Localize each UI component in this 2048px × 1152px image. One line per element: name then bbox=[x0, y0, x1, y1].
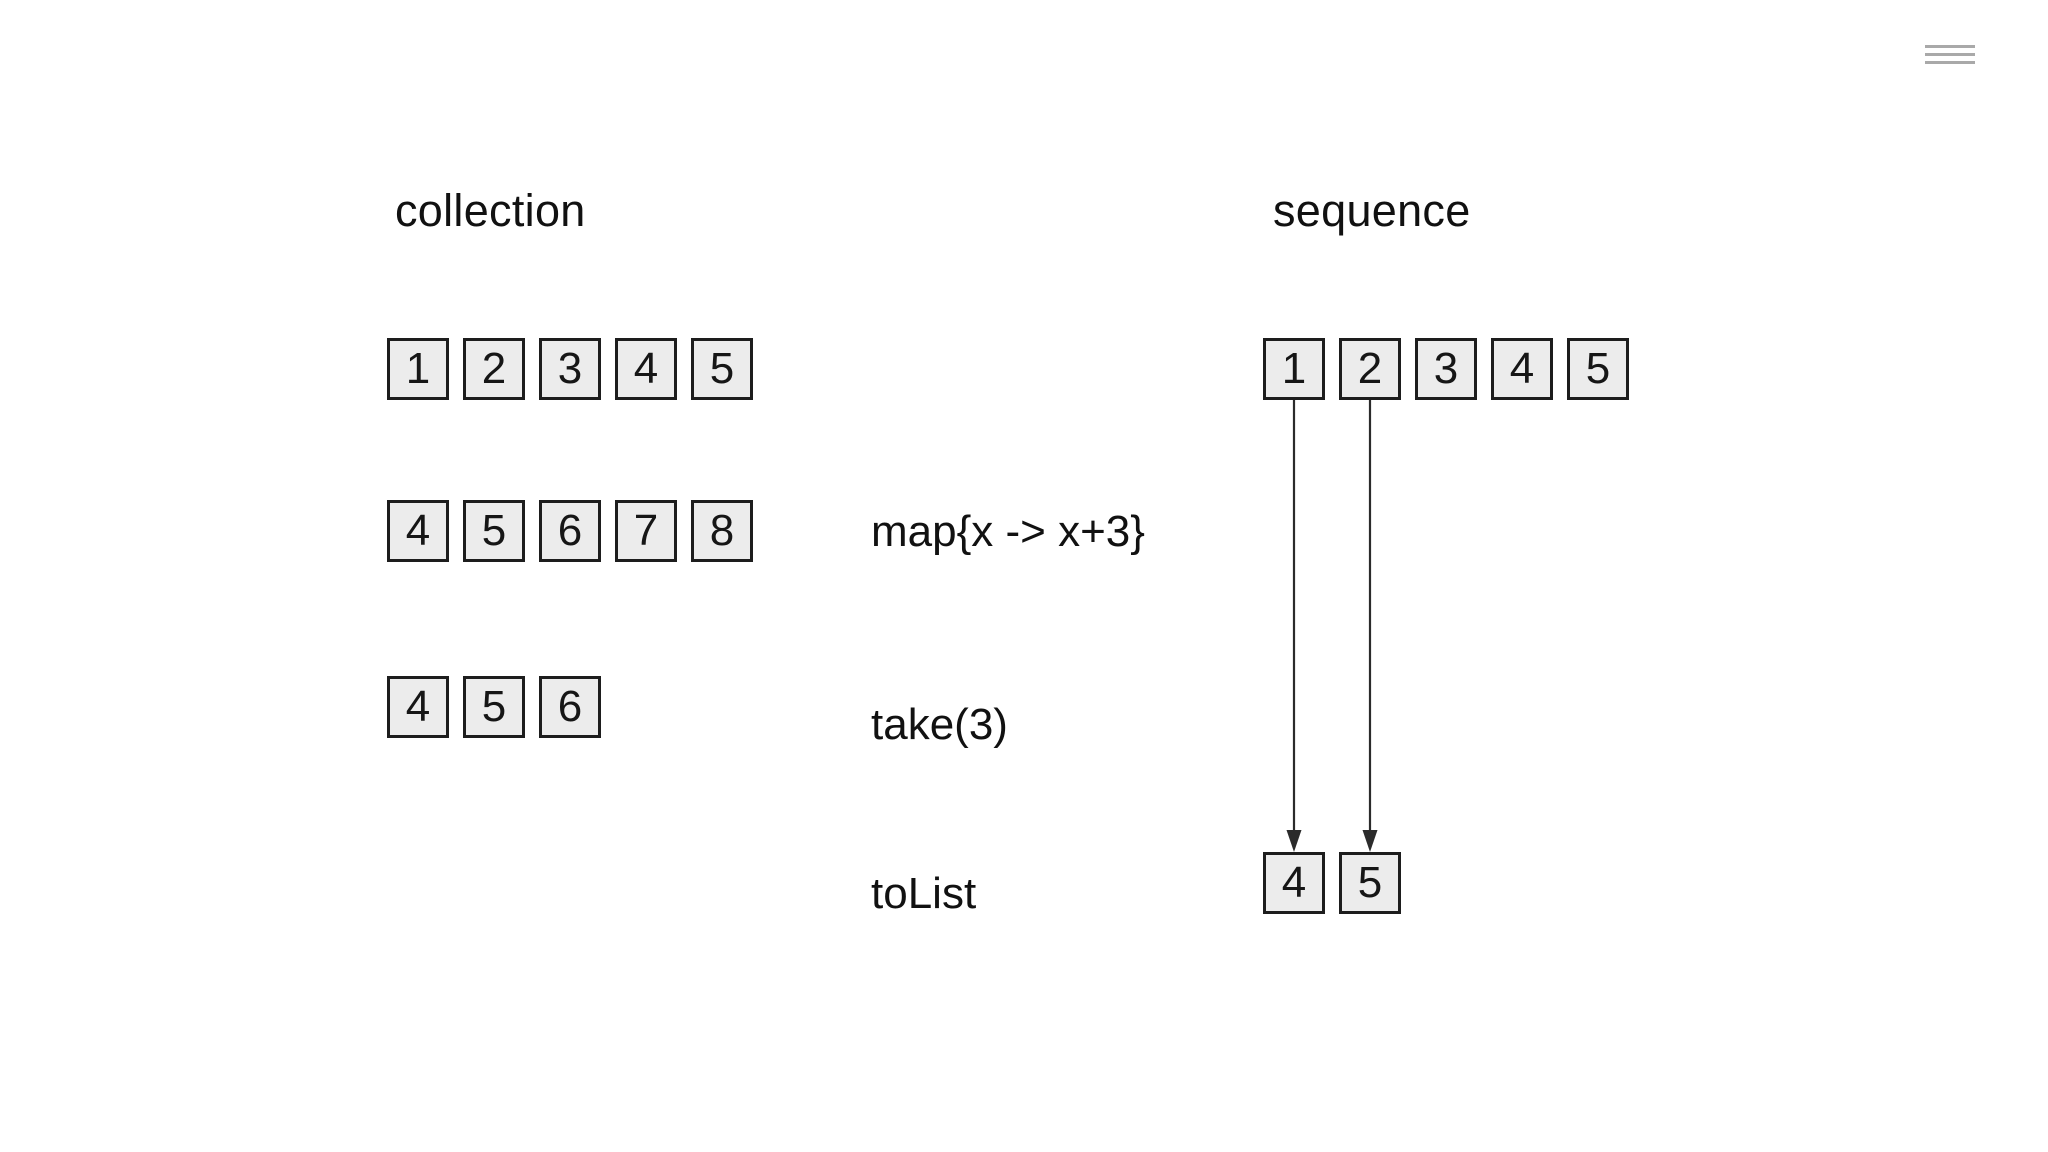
sequence-arrows bbox=[1286, 400, 1378, 852]
collection-title: collection bbox=[395, 185, 586, 236]
number-box: 3 bbox=[1415, 338, 1477, 400]
menu-line bbox=[1925, 53, 1975, 56]
op-label-map: map{x -> x+3} bbox=[871, 507, 1145, 556]
number-box: 4 bbox=[1491, 338, 1553, 400]
arrow-2-to-5 bbox=[1362, 400, 1378, 852]
number-box: 5 bbox=[463, 500, 525, 562]
number-box: 8 bbox=[691, 500, 753, 562]
number-box: 2 bbox=[463, 338, 525, 400]
number-box: 6 bbox=[539, 500, 601, 562]
op-label-take: take(3) bbox=[871, 700, 1008, 749]
number-box: 3 bbox=[539, 338, 601, 400]
number-box: 6 bbox=[539, 676, 601, 738]
hamburger-menu-icon[interactable] bbox=[1925, 45, 1975, 67]
number-box: 7 bbox=[615, 500, 677, 562]
number-box: 5 bbox=[463, 676, 525, 738]
number-box: 4 bbox=[387, 676, 449, 738]
number-box: 4 bbox=[1263, 852, 1325, 914]
arrow-1-to-4 bbox=[1286, 400, 1302, 852]
op-label-tolist: toList bbox=[871, 869, 977, 918]
number-box: 5 bbox=[691, 338, 753, 400]
menu-line bbox=[1925, 61, 1975, 64]
sequence-title: sequence bbox=[1273, 185, 1471, 236]
number-box: 4 bbox=[615, 338, 677, 400]
number-box: 5 bbox=[1339, 852, 1401, 914]
number-box: 4 bbox=[387, 500, 449, 562]
number-box: 1 bbox=[1263, 338, 1325, 400]
number-box: 1 bbox=[387, 338, 449, 400]
number-box: 2 bbox=[1339, 338, 1401, 400]
menu-line bbox=[1925, 45, 1975, 48]
number-box: 5 bbox=[1567, 338, 1629, 400]
